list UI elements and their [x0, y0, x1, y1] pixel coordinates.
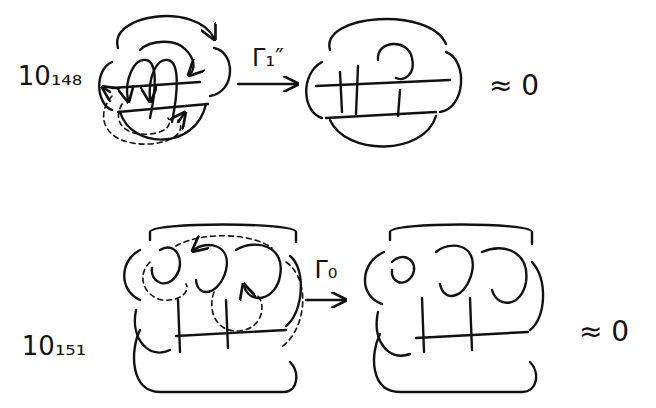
knot-strand — [112, 82, 200, 88]
move-label: Γ₀ — [315, 258, 338, 282]
band-path — [280, 262, 303, 348]
knot-strand — [134, 330, 296, 392]
knot-strand — [120, 104, 206, 140]
knot-10-148 — [99, 16, 230, 144]
knot-strand — [210, 48, 230, 96]
move-arrow — [238, 83, 296, 85]
knot-result — [365, 225, 543, 393]
knot-name: 10₁₅₁ — [22, 333, 86, 359]
knot-strand — [377, 312, 410, 356]
knot-strand — [117, 16, 214, 48]
knot-strand — [365, 252, 384, 304]
knot-strand — [150, 225, 296, 243]
knot-strand — [374, 334, 536, 392]
knot-strand — [194, 245, 227, 292]
knot-strand — [440, 52, 461, 112]
knot-strand — [482, 248, 526, 303]
knot-10-151 — [124, 225, 303, 393]
equivalence-note: ≈ 0 — [489, 72, 539, 100]
band-path — [104, 96, 181, 144]
knot-strand — [286, 256, 301, 326]
knot-strand — [470, 298, 472, 350]
knot-strand — [530, 262, 543, 330]
knot-strand — [236, 245, 281, 298]
knot-strand — [422, 298, 424, 352]
band-path — [143, 262, 187, 300]
knot-strand — [378, 44, 413, 79]
knot-strand — [436, 246, 473, 296]
knot-strand — [316, 80, 450, 86]
equivalence-note: ≈ 0 — [579, 318, 629, 346]
knot-name: 10₁₄₈ — [18, 63, 82, 89]
band-path — [118, 104, 169, 134]
knot-strand — [150, 60, 177, 122]
knot-strand — [104, 88, 110, 92]
knot-strand — [118, 104, 208, 112]
knot-strand — [226, 300, 228, 348]
knot-strand — [356, 66, 358, 114]
knot-strand — [340, 72, 342, 112]
knot-strand — [398, 90, 400, 116]
knot-result — [306, 19, 461, 147]
move-label: Γ₁″ — [252, 46, 284, 70]
knot-strand — [392, 257, 414, 282]
move-arrow — [306, 299, 344, 301]
knot-strand — [152, 247, 180, 283]
knot-strand — [178, 114, 184, 122]
knot-strand — [330, 116, 436, 147]
knot-strand — [326, 112, 436, 118]
knot-strand — [178, 300, 180, 352]
knot-strand — [99, 62, 112, 110]
knot-strand — [140, 42, 193, 74]
knot-strand — [390, 225, 532, 245]
knot-strand — [124, 250, 140, 300]
band-path — [212, 292, 262, 331]
knot-strand — [306, 62, 322, 118]
band-path — [176, 236, 272, 248]
